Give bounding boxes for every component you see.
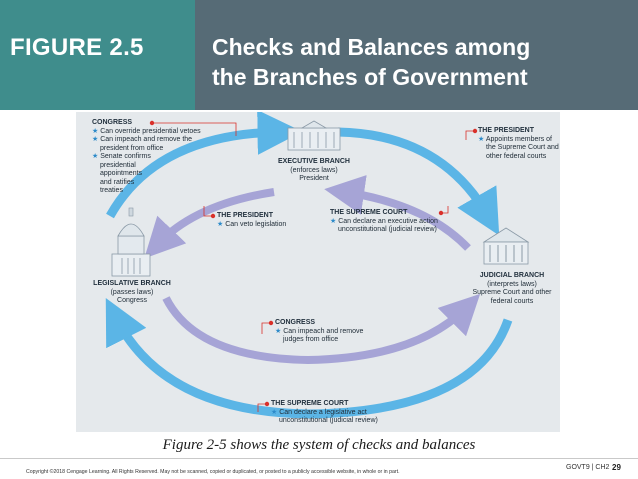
congress-top-item: Senate confirms [100,153,151,160]
arrow-judicial-to-legislative [105,297,513,419]
legislative-branch-member: Congress [117,297,147,304]
star-bullet-icon: ★ [92,136,99,143]
legislative-branch-title: LEGISLATIVE BRANCH [93,280,171,287]
executive-branch-role: (enforces laws) [290,166,338,174]
president-right-item: Appoints members of [485,135,552,143]
president-right-box: THE PRESIDENT ★ Appoints members of the … [478,127,560,161]
court-bottom-title: THE SUPREME COURT [271,400,349,407]
congress-top-item: presidential [100,161,136,169]
marker-dots [149,120,478,407]
checks-and-balances-diagram: CONGRESS ★ Can override presidential vet… [76,112,560,432]
congress-lower-item: judges from office [283,336,339,343]
connector-lines [154,122,473,412]
course-code: GOVT9 | CH2 [566,464,610,471]
marker-president-right [472,128,478,134]
footer-divider [0,458,638,459]
congress-lower-title: CONGRESS [275,319,316,326]
slide-title-line-2: the Branches of Government [212,64,528,90]
arrow-executive-to-legislative [144,188,275,259]
congress-top-box: CONGRESS ★ Can override presidential vet… [92,119,242,196]
court-bottom-item: unconstitutional (judicial review) [279,417,378,424]
white-house-icon [287,120,341,151]
congress-top-item: Can override presidential vetoes [100,127,201,135]
supreme-court-building-icon [482,227,530,265]
judicial-branch-label: JUDICIAL BRANCH (interprets laws) Suprem… [464,272,560,306]
page-number: 29 [612,463,621,472]
congress-top-item: treaties [100,187,123,194]
capitol-building-icon [111,207,151,277]
marker-congress-top [149,120,155,126]
congress-top-item: president from office [100,144,164,152]
star-bullet-icon: ★ [217,220,224,228]
marker-president-inner [210,213,216,219]
judicial-branch-role: (interprets laws) [487,280,537,288]
marker-court-inner [438,210,444,216]
figure-label-block: FIGURE 2.5 [0,0,195,110]
congress-top-item: appointments [100,170,143,177]
figure-caption: Figure 2-5 shows the system of checks an… [162,437,476,453]
judicial-branch-title: JUDICIAL BRANCH [479,272,545,279]
arrow-legislative-to-executive [106,112,303,219]
court-inner-box: THE SUPREME COURT ★ Can declare an execu… [330,209,440,235]
star-bullet-icon: ★ [271,408,278,416]
president-inner-box: THE PRESIDENT ★ Can veto legislation [217,212,317,229]
executive-branch-member: President [299,175,329,182]
arrow-legislative-to-judicial [162,293,481,365]
court-inner-item: unconstitutional (judicial review) [338,226,437,233]
arrow-judicial-to-executive [324,175,471,251]
title-block: Checks and Balances among the Branches o… [195,0,638,110]
court-bottom-item: Can declare a legislative act [279,408,367,416]
congress-lower-item: Can impeach and remove [283,327,364,335]
president-inner-title: THE PRESIDENT [217,212,274,219]
judicial-branch-member: federal courts [490,297,534,305]
star-bullet-icon: ★ [92,127,99,135]
copyright-notice: Copyright ©2018 Cengage Learning. All Ri… [26,469,400,475]
court-inner-title: THE SUPREME COURT [330,209,408,216]
president-right-item: other federal courts [486,152,547,160]
legislative-branch-role: (passes laws) [110,288,154,296]
star-bullet-icon: ★ [275,327,282,335]
figure-label: FIGURE 2.5 [10,34,144,61]
court-bottom-box: THE SUPREME COURT ★ Can declare a legisl… [271,400,391,426]
judicial-branch-member: Supreme Court and other [472,289,552,296]
congress-top-item: Can impeach and remove the [100,136,193,143]
president-inner-item: Can veto legislation [225,220,287,228]
slide-header: FIGURE 2.5 Checks and Balances among the… [0,0,638,110]
congress-top-item: and ratifies [100,178,135,186]
diagram-graphics [105,112,530,419]
president-right-title: THE PRESIDENT [478,127,535,134]
star-bullet-icon: ★ [478,135,485,143]
star-bullet-icon: ★ [330,217,337,225]
slide-title-line-1: Checks and Balances among [212,34,531,60]
executive-branch-label: EXECUTIVE BRANCH (enforces laws) Preside… [264,158,364,184]
congress-lower-box: CONGRESS ★ Can impeach and remove judges… [275,319,385,345]
legislative-branch-label: LEGISLATIVE BRANCH (passes laws) Congres… [82,280,182,306]
president-right-item: the Supreme Court and [486,144,559,151]
executive-branch-title: EXECUTIVE BRANCH [278,158,350,165]
congress-top-title: CONGRESS [92,119,133,126]
marker-court-bottom [264,401,270,407]
arrow-executive-to-judicial [337,127,500,236]
marker-congress-lower [268,320,274,326]
star-bullet-icon: ★ [92,153,99,160]
court-inner-item: Can declare an executive action [338,217,438,225]
